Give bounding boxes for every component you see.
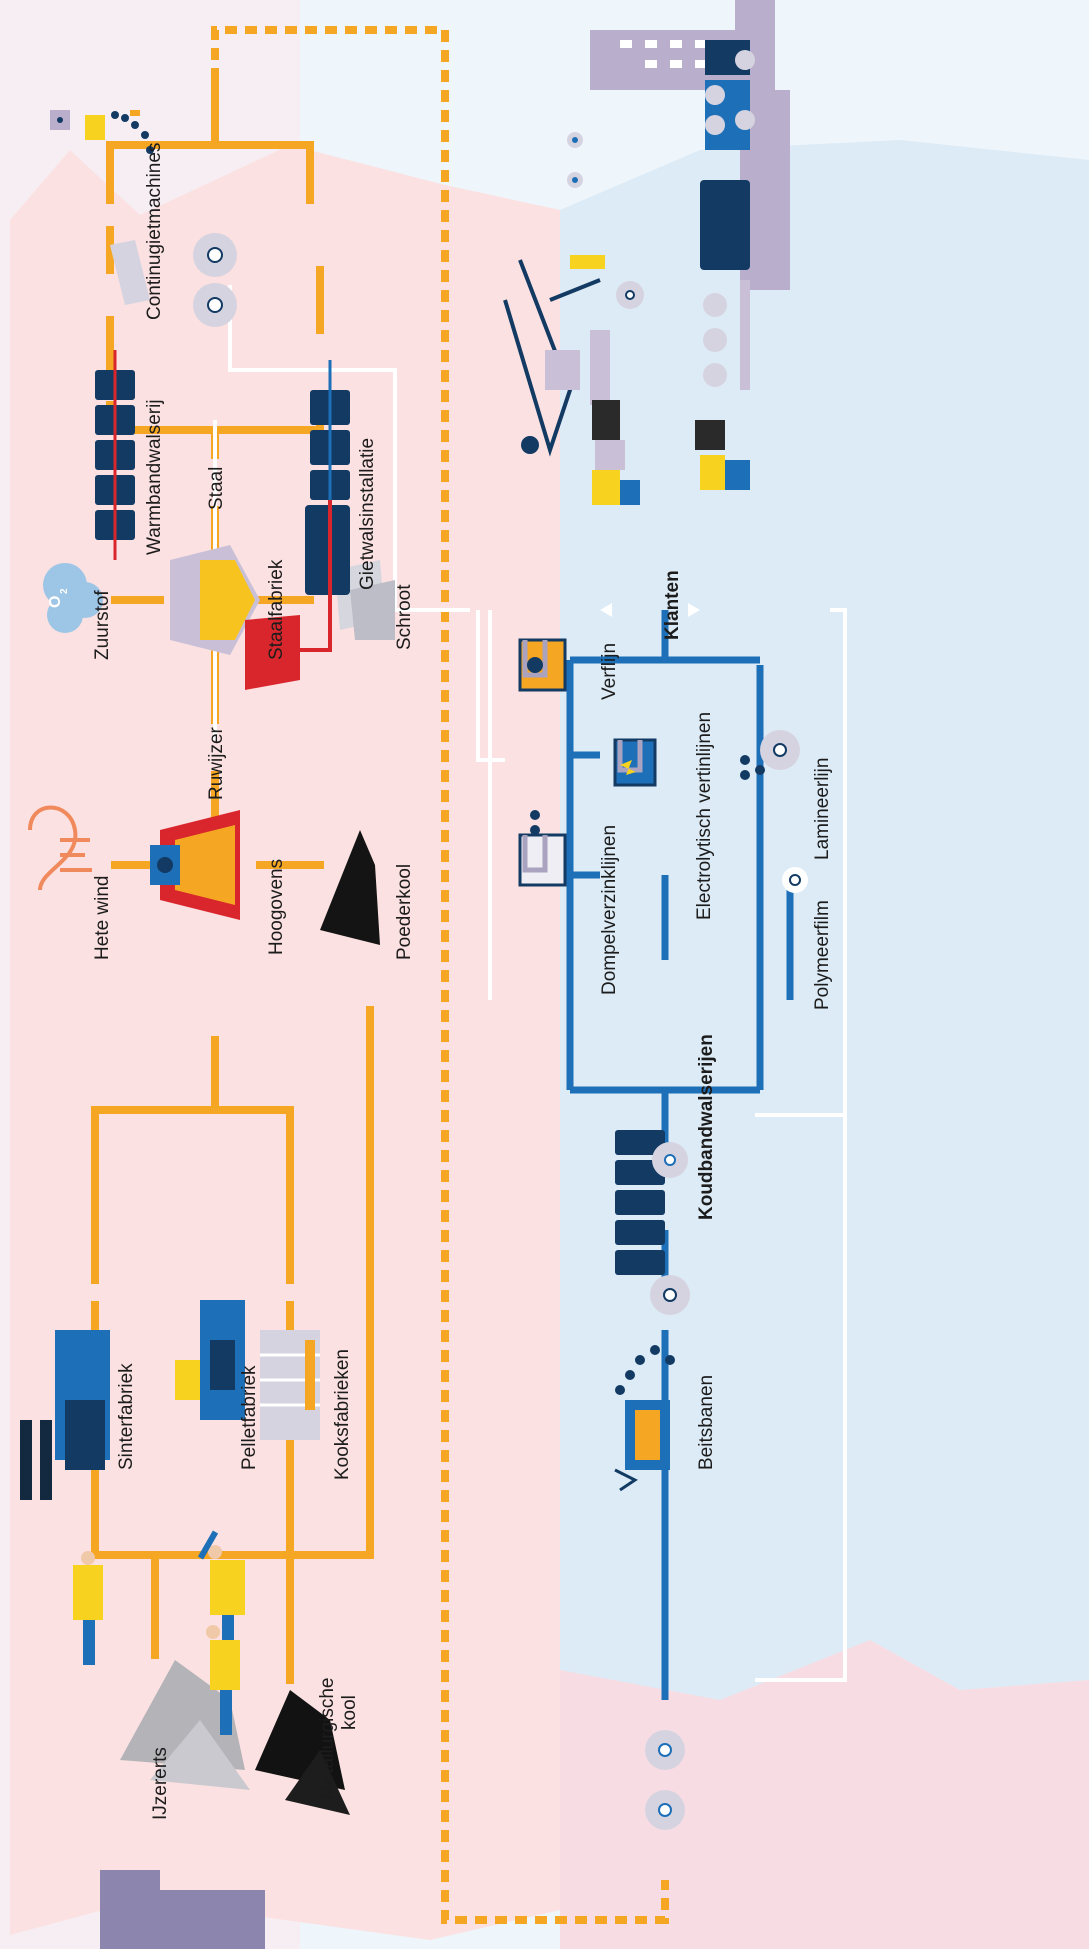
truck-icon: [705, 40, 755, 150]
label-kool: kool: [339, 1695, 360, 1730]
label-pelletfabriek: Pelletfabriek: [239, 1365, 260, 1470]
label-gietwalsinstallatie: Gietwalsinstallatie: [357, 438, 378, 590]
blast-furnace-icon: [150, 810, 240, 920]
polymer-film-icon: [782, 867, 808, 893]
factory-silhouette-bottom: [100, 1870, 265, 1949]
worker-icon-3: [206, 1625, 240, 1735]
steel-converter-icon: [170, 545, 260, 655]
hot-wind-icon: [28, 805, 92, 891]
klanten-arrows: [600, 603, 700, 617]
electrolytic-tinning-icon: [613, 738, 657, 787]
laminating-line-icon: [740, 730, 800, 780]
bottom-pink-strip: [560, 1640, 1089, 1949]
label-ruwijzer: Ruwijzer: [206, 726, 227, 800]
label-kooksfabrieken: Kooksfabrieken: [332, 1349, 353, 1480]
oxygen-subscript: 2: [59, 588, 70, 594]
pickling-line-icon: [614, 1345, 675, 1492]
coil-icon-3: [616, 281, 644, 309]
ship-icon: [567, 132, 583, 188]
coke-plant-icon: [260, 1330, 320, 1440]
label-poederkool: Poederkool: [394, 864, 415, 960]
metallurgical-coal-pile-icon: [255, 1690, 350, 1815]
hot-dip-galvanizing-icon: [518, 810, 567, 887]
label-dompelverzinklijnen: Dompelverzinklijnen: [599, 825, 620, 995]
crane-hook-icon: [570, 255, 605, 269]
label-klanten: Klanten: [662, 570, 683, 640]
label-staalfabriek: Staalfabriek: [266, 559, 287, 660]
label-koudbandwalserijen: Koudbandwalserijen: [696, 1034, 717, 1220]
oxygen-symbol: O: [47, 596, 64, 608]
label-beitsbanen: Beitsbanen: [696, 1375, 717, 1470]
hot-strip-mill-icon: [95, 350, 135, 560]
customers-group-icon: [592, 400, 750, 505]
worker-icon-1: [73, 1551, 103, 1665]
coil-icon-4: [650, 1275, 690, 1315]
coil-icon-2: [193, 283, 237, 327]
crane-base-icon: [545, 330, 610, 405]
pellet-plant-icon: [175, 1300, 245, 1420]
blue-zone: [560, 140, 1089, 1700]
label-warmbandwalserij: Warmbandwalserij: [144, 399, 165, 555]
paint-line-icon: [518, 638, 567, 692]
label-electrolytisch-vertinlijnen: Electrolytisch vertinlijnen: [694, 712, 715, 920]
oxygen-cloud-icon: O 2: [43, 563, 103, 633]
dashed-transport-line: [211, 26, 669, 1924]
coil-icon-5: [652, 1142, 688, 1178]
label-lamineerlijn: Lamineerlijn: [812, 758, 833, 860]
coil-icon-6: [645, 1730, 685, 1770]
label-zuurstof: Zuurstof: [92, 590, 113, 660]
labels: IJzererts Metallurgische kool Sinterfabr…: [92, 143, 833, 1820]
label-sinterfabriek: Sinterfabriek: [116, 1363, 137, 1470]
continuous-caster-icon: [50, 110, 154, 154]
label-polymeerfilm: Polymeerfilm: [812, 900, 833, 1010]
label-continugietmachines: Continugietmachines: [144, 143, 165, 320]
label-staal: Staal: [206, 467, 227, 510]
coil-icon-1: [193, 233, 237, 277]
train-icon: [700, 180, 750, 390]
steel-slab-icon: [110, 240, 150, 305]
white-connector-lines: [213, 285, 847, 1682]
pulverized-coal-icon: [320, 830, 380, 945]
label-metallurgische: Metallurgische: [317, 1678, 338, 1801]
cast-roll-installation-icon: [245, 360, 350, 690]
crane-icon: [503, 259, 601, 457]
iron-ore-pile-icon: [120, 1660, 250, 1790]
sinter-plant-icon: [20, 1330, 110, 1500]
pink-zone: [10, 145, 560, 1940]
cold-rolling-mill-icon: [615, 1130, 665, 1275]
label-hete-wind: Hete wind: [92, 876, 113, 961]
coil-icon-7: [645, 1790, 685, 1830]
blue-process-lines: [566, 610, 794, 1700]
label-ijzererts: IJzererts: [150, 1747, 171, 1820]
label-hoogovens: Hoogovens: [266, 859, 287, 955]
label-schroot: Schroot: [394, 584, 415, 650]
label-verflijn: Verflijn: [599, 643, 620, 700]
